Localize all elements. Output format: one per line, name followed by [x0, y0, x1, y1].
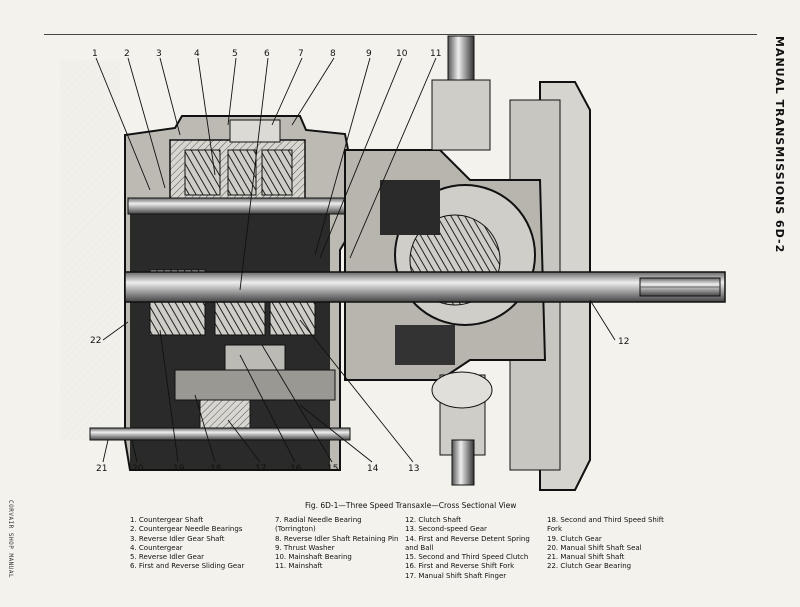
top-rule — [44, 34, 757, 35]
legend-column-4: 18. Second and Third Speed Shift Fork 19… — [547, 516, 677, 572]
callout-13: 13 — [408, 464, 419, 474]
legend-item: 21. Manual Shift Shaft — [547, 553, 625, 562]
callout-12: 12 — [618, 337, 629, 347]
callout-21: 21 — [96, 464, 107, 474]
callout-18: 18 — [210, 464, 222, 474]
bleed-through-text — [60, 60, 120, 440]
legend-item: 20. Manual Shift Shaft Seal — [547, 543, 642, 552]
legend-item: 19. Clutch Gear — [547, 534, 602, 543]
callout-22: 22 — [90, 336, 101, 346]
figure-caption: Fig. 6D-1—Three Speed Transaxle—Cross Se… — [305, 501, 517, 510]
legend-column-1: 1. Countergear Shaft 2. Countergear Need… — [130, 516, 244, 572]
callout-2: 2 — [124, 49, 130, 59]
callout-10: 10 — [396, 49, 408, 59]
legend-item: 2. Countergear Needle Bearings — [130, 525, 243, 534]
callout-15: 15 — [327, 464, 338, 474]
legend-item: 11. Mainshaft — [275, 562, 323, 571]
legend-item: 6. First and Reverse Sliding Gear — [130, 562, 245, 571]
axle-shaft-assembly — [431, 35, 493, 486]
legend-item: 5. Reverse Idler Gear — [130, 553, 205, 562]
callout-20: 20 — [132, 464, 144, 474]
callout-9: 9 — [366, 49, 372, 59]
legend-item: 15. Second and Third Speed Clutch — [405, 553, 529, 562]
legend-item: 13. Second-speed Gear — [405, 525, 487, 534]
legend-column-2: 7. Radial Needle Bearing (Torrington) 8.… — [275, 516, 400, 572]
callout-5: 5 — [232, 49, 238, 59]
legend-item: 17. Manual Shift Shaft Finger — [405, 571, 507, 580]
clutch-shaft — [124, 271, 726, 303]
callout-leaders — [95, 57, 616, 463]
legend-item: 3. Reverse Idler Gear Shaft — [130, 534, 225, 543]
legend-item: 4. Countergear — [130, 543, 183, 552]
callout-17: 17 — [255, 464, 266, 474]
callout-11: 11 — [430, 49, 441, 59]
legend-item: 18. Second and Third Speed Shift Fork — [547, 516, 664, 534]
callout-16: 16 — [290, 464, 302, 474]
callout-numbers: 1 2 3 4 5 6 7 8 9 10 11 12 13 14 15 16 1… — [90, 49, 629, 474]
callout-6: 6 — [264, 49, 270, 59]
legend-item: 22. Clutch Gear Bearing — [547, 562, 632, 571]
callout-4: 4 — [194, 49, 200, 59]
legend-item: 14. First and Reverse Detent Spring and … — [405, 534, 530, 552]
callout-8: 8 — [330, 49, 336, 59]
legend-item: 10. Mainshaft Bearing — [275, 553, 352, 562]
callout-1: 1 — [92, 49, 98, 59]
callout-7: 7 — [298, 49, 304, 59]
legend-item: 16. First and Reverse Shift Fork — [405, 562, 515, 571]
callout-3: 3 — [156, 49, 162, 59]
legend-column-3: 12. Clutch Shaft 13. Second-speed Gear 1… — [405, 516, 540, 581]
legend-item: 12. Clutch Shaft — [405, 516, 462, 524]
callout-14: 14 — [367, 464, 379, 474]
callout-19: 19 — [173, 464, 185, 474]
legend-item: 1. Countergear Shaft — [130, 516, 204, 524]
legend-item: 9. Thrust Washer — [275, 543, 335, 552]
legend-item: 7. Radial Needle Bearing (Torrington) — [275, 516, 362, 534]
legend-item: 8. Reverse Idler Shaft Retaining Pin — [275, 534, 399, 543]
